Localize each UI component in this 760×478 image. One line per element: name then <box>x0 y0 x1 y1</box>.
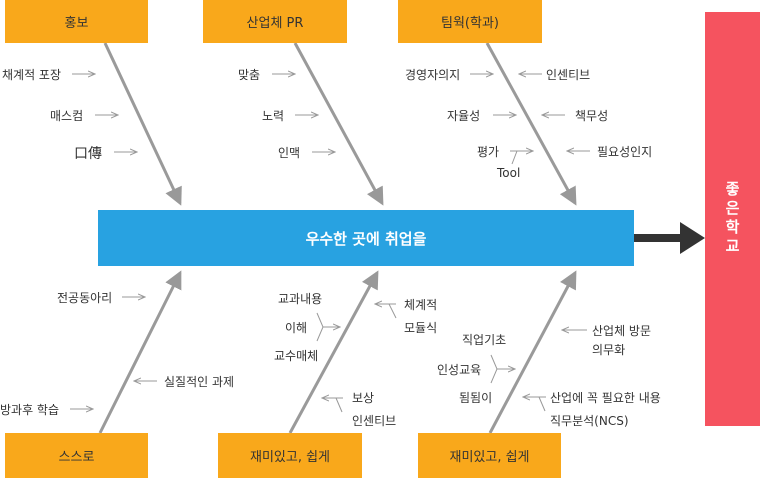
cause-item: 평가 <box>477 145 500 159</box>
result-box: 좋은학교 <box>705 12 760 426</box>
spine-arrowhead <box>680 222 705 254</box>
cause-item: 인센티브 <box>352 414 397 428</box>
cause-item: 인센티브 <box>546 68 591 82</box>
cause-box-teamwork: 팀웍(학과) <box>398 0 542 43</box>
bone-bottom-3 <box>488 270 577 434</box>
cause-item: 실질적인 과제 <box>164 375 235 389</box>
spine-goal: 우수한 곳에 취업을 <box>98 210 634 266</box>
bone-top-1 <box>103 42 182 206</box>
cause-item: Tool <box>497 166 521 180</box>
cause-item: 맞춤 <box>238 68 261 82</box>
bone-top-2 <box>293 42 384 206</box>
cause-item: 체계적 <box>404 298 438 312</box>
cause-box-fun-1: 재미있고, 쉽게 <box>218 433 362 478</box>
cause-item: 산업체 방문 <box>592 324 652 338</box>
bone-bottom-2 <box>288 270 379 434</box>
cause-item: 채계적 포장 <box>2 68 62 82</box>
cause-item: 방과후 학습 <box>0 403 60 417</box>
cause-item: 교과내용 <box>278 292 323 306</box>
cause-box-fun-2: 재미있고, 쉽게 <box>418 433 561 478</box>
cause-item: 이해 <box>285 321 308 335</box>
cause-item: 됨됨이 <box>459 391 493 405</box>
cause-item: 교수매체 <box>274 349 319 363</box>
cause-item: 전공동아리 <box>57 291 113 305</box>
cause-item: 산업에 꼭 필요한 내용 <box>550 391 661 405</box>
cause-item: 직업기초 <box>462 333 507 347</box>
cause-box-self: 스스로 <box>5 433 148 478</box>
cause-box-promotion: 홍보 <box>5 0 148 43</box>
cause-item: 필요성인지 <box>597 145 653 159</box>
cause-item: 모듈식 <box>404 321 438 335</box>
cause-item: 자율성 <box>447 109 481 123</box>
bone-top-3 <box>485 42 577 206</box>
cause-item: 인맥 <box>278 146 301 160</box>
cause-item: 口傳 <box>74 146 102 162</box>
result-label: 좋은학교 <box>723 181 741 257</box>
cause-item: 직무분석(NCS) <box>550 414 629 428</box>
cause-item: 보상 <box>352 391 375 405</box>
cause-box-industry-pr: 산업체 PR <box>203 0 347 43</box>
cause-item: 경영자의지 <box>405 68 461 82</box>
cause-item: 의무화 <box>592 343 626 357</box>
cause-item: 책무성 <box>575 109 609 123</box>
cause-item: 인성교육 <box>437 363 482 377</box>
cause-item: 노력 <box>262 109 285 123</box>
bone-bottom-1 <box>98 270 182 434</box>
cause-item: 매스컴 <box>50 109 84 123</box>
